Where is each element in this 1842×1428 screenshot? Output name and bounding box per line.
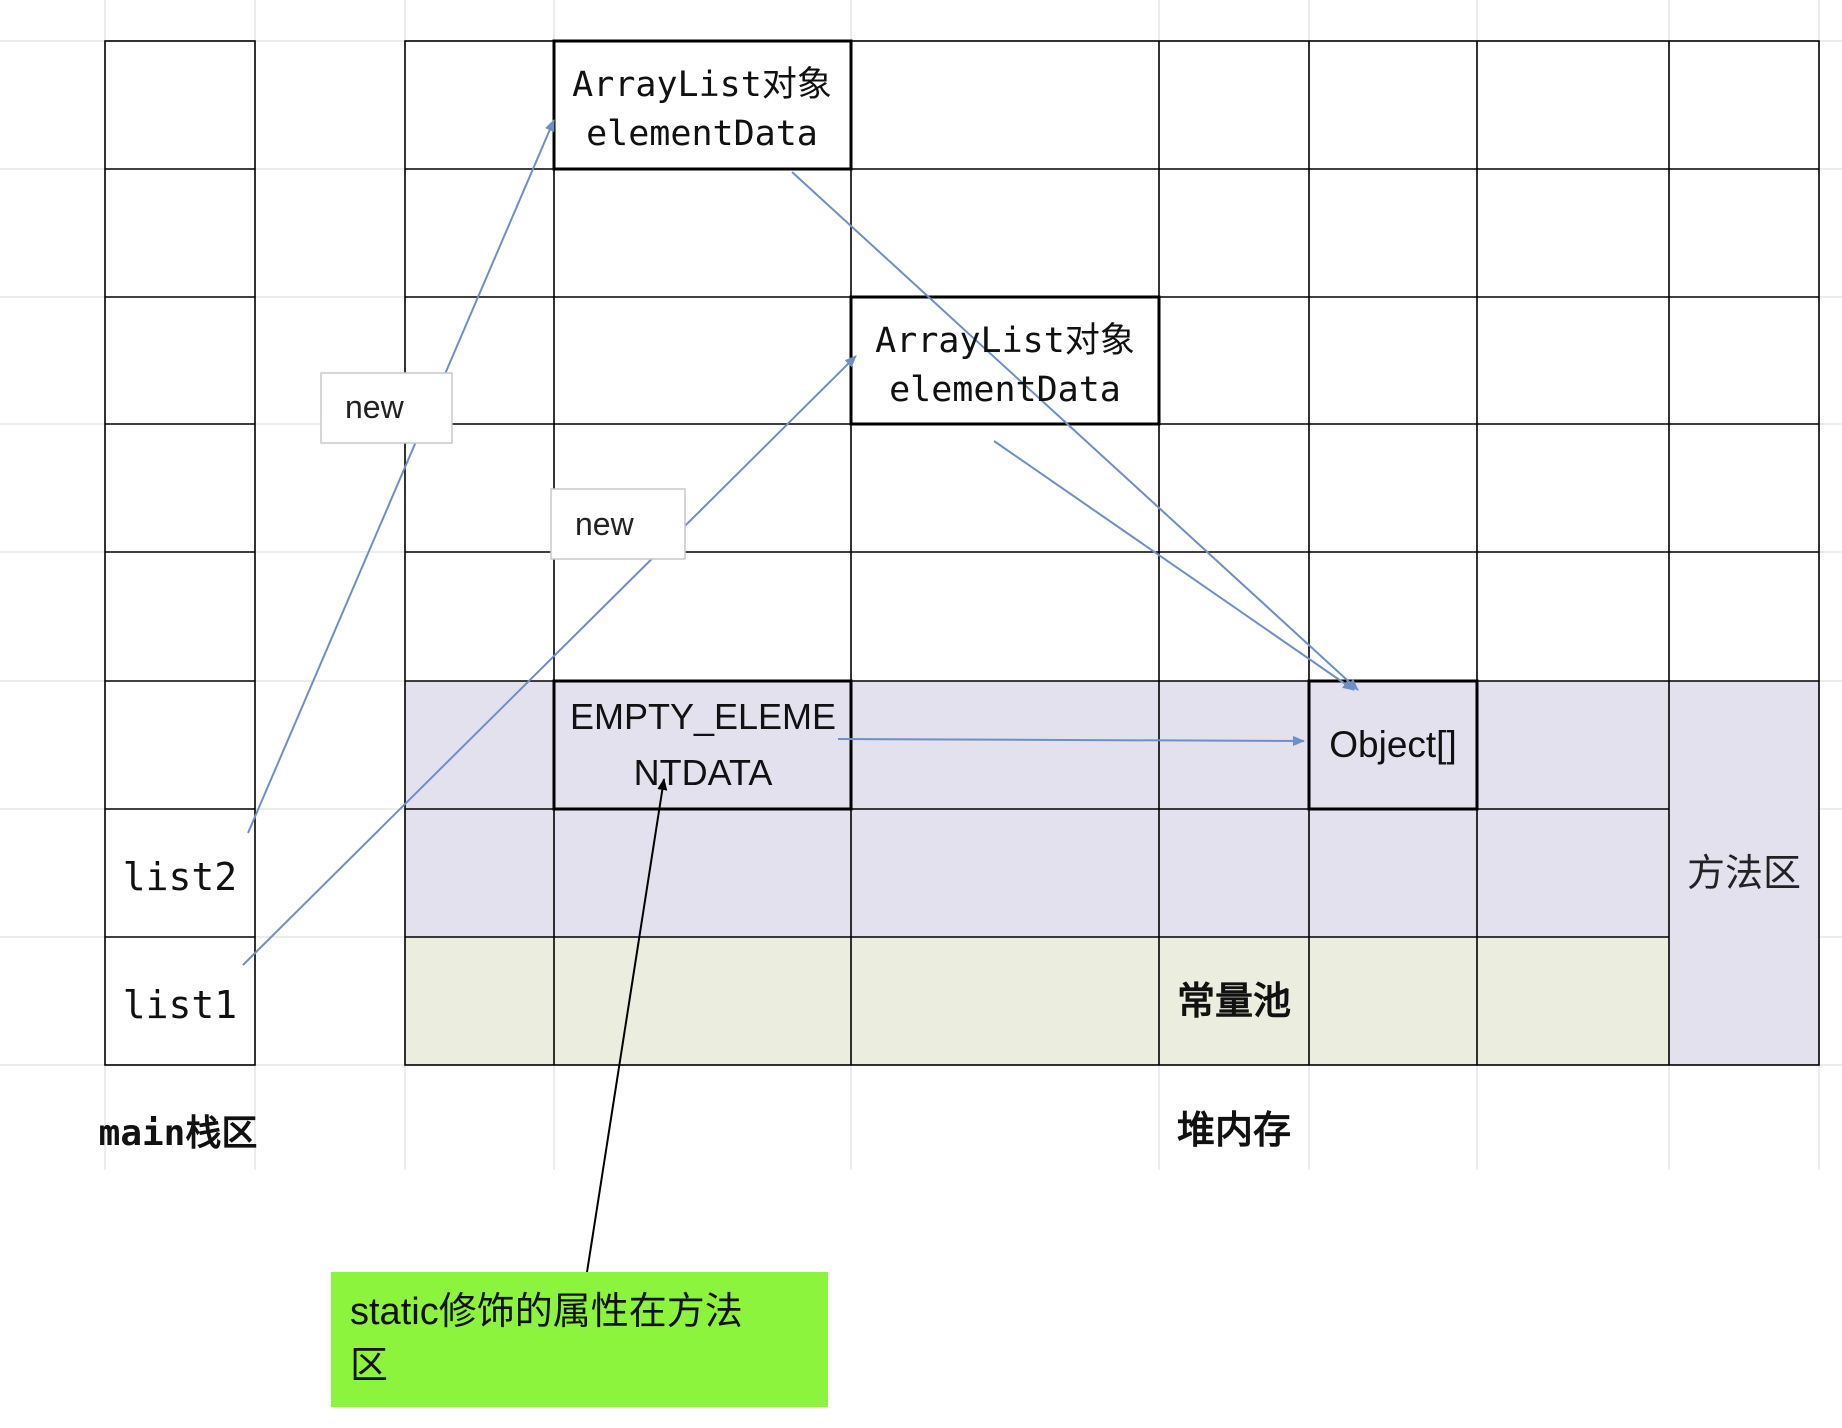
heap-label: 堆内存: [1177, 1110, 1291, 1152]
method-area-column-fill: [1669, 681, 1819, 1065]
constant-pool-label: 常量池: [1177, 981, 1291, 1023]
arraylist-object-box-1: [552, 39, 853, 171]
stack-cell-list2: list2: [123, 855, 237, 899]
arraylist1-to-object-array-arrow: [791, 171, 1359, 691]
arraylist2-class-text: ArrayList对象: [875, 321, 1135, 361]
empty-elementdata-line2: NTDATA: [634, 752, 773, 793]
stack-table: [104, 40, 256, 1066]
new-label-box-1: [320, 372, 453, 444]
object-array-box: [1307, 679, 1479, 811]
list1-to-arraylist2-arrow: [242, 355, 857, 966]
note-pointer-arrow: [584, 778, 668, 1286]
new-label-1: new: [345, 389, 405, 425]
arraylist1-class-text: ArrayList对象: [572, 65, 832, 105]
object-array-text: Object[]: [1329, 724, 1457, 765]
stack-cell-list1: list1: [123, 983, 237, 1027]
arraylist1-field-text: elementData: [586, 114, 818, 154]
list2-to-arraylist1-arrow: [247, 119, 555, 834]
new-label-2: new: [575, 506, 635, 542]
new-label-box-2: [550, 488, 686, 560]
method-area-label: 方法区: [1687, 853, 1801, 895]
constant-pool-fill: [405, 937, 1669, 1065]
empty-elementdata-to-object-array-arrow: [837, 735, 1305, 746]
empty-elementdata-line1: EMPTY_ELEME: [570, 696, 836, 737]
static-note-line2: 区: [350, 1345, 388, 1387]
static-note-box: [331, 1272, 828, 1407]
static-note-line1: static修饰的属性在方法: [350, 1291, 743, 1333]
reference-arrows: [242, 119, 1359, 966]
arraylist2-field-text: elementData: [889, 370, 1121, 410]
empty-elementdata-box: [552, 679, 853, 811]
arraylist2-to-object-array-arrow: [993, 440, 1355, 691]
stack-label: main栈区: [99, 1113, 258, 1154]
